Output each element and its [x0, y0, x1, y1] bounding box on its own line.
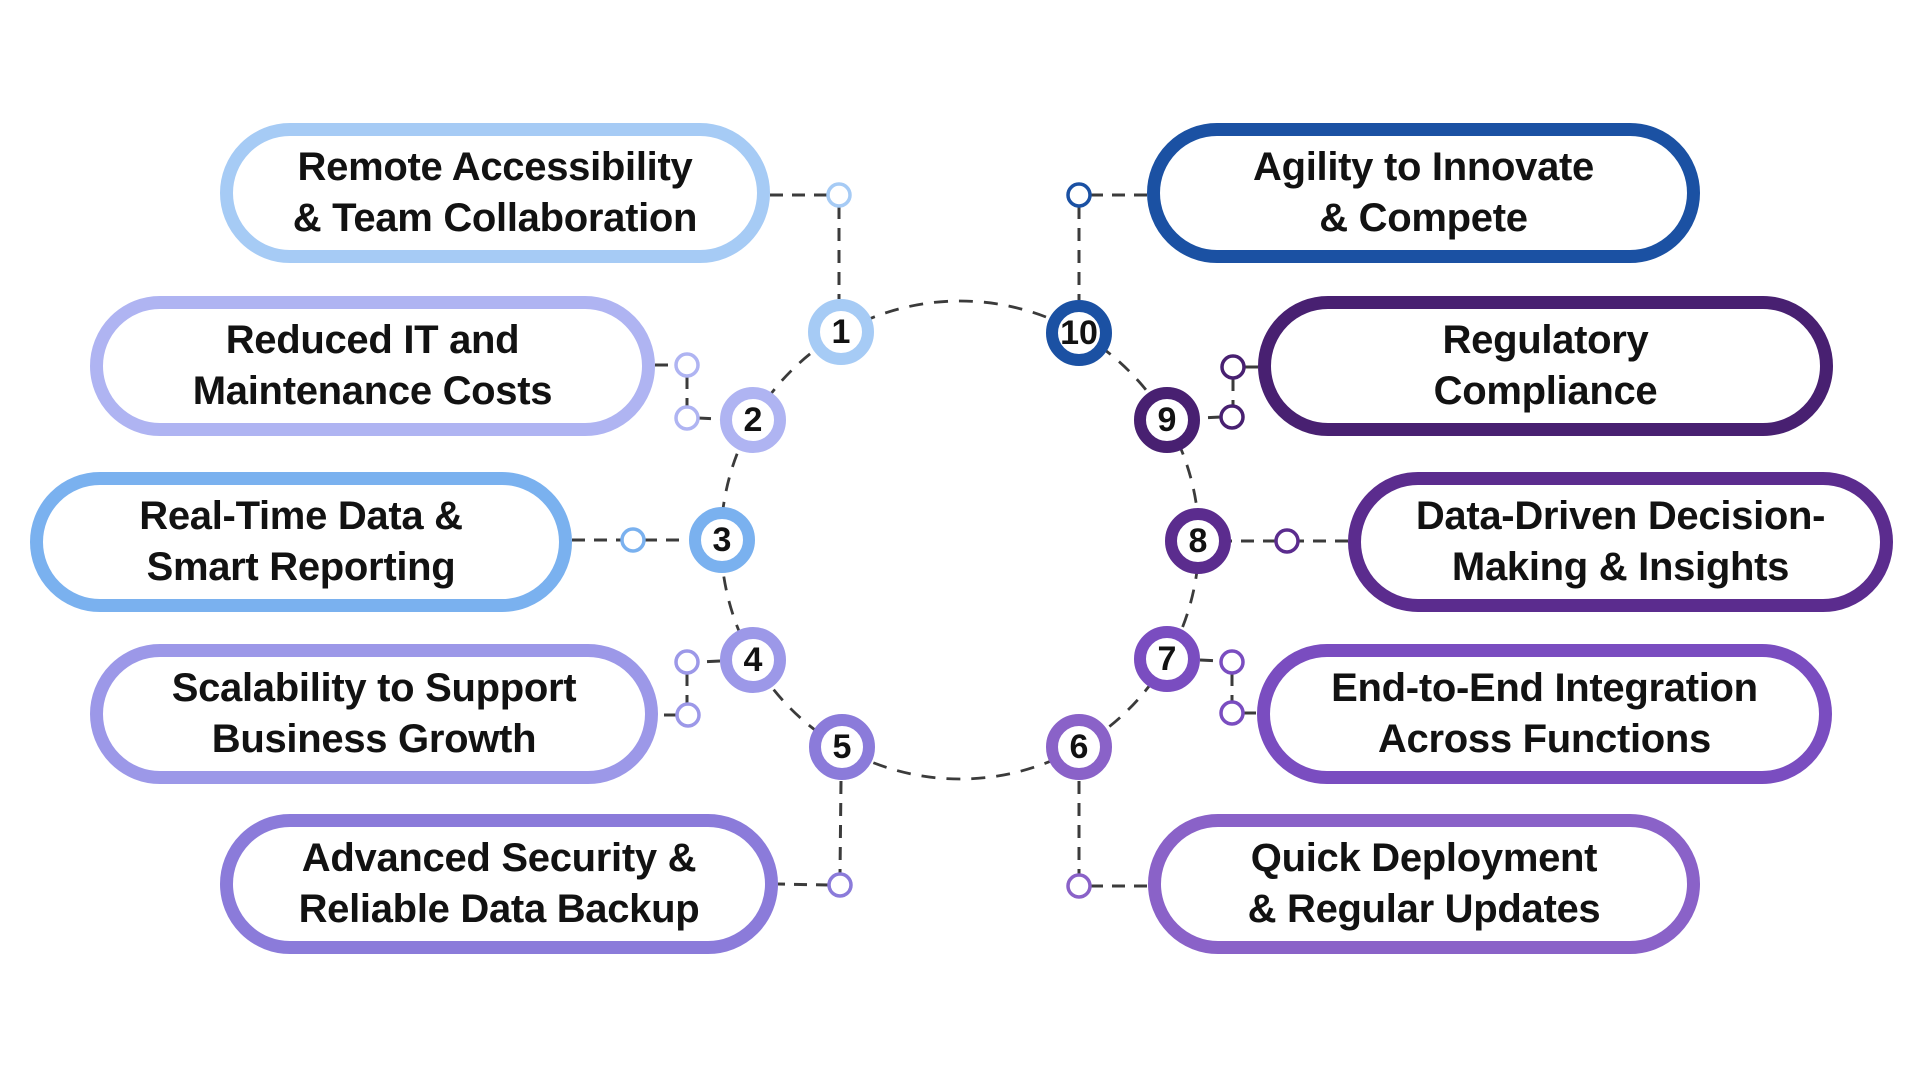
benefit-label-line: Across Functions	[1377, 717, 1712, 761]
node-number-6: 6	[1069, 728, 1089, 766]
benefit-label-line: & Regular Updates	[1247, 887, 1601, 931]
connector-dot-5	[827, 872, 853, 898]
connector-dot-2a	[674, 352, 700, 378]
connector-dot-2b	[674, 405, 700, 431]
connector-dot-7a	[1219, 649, 1245, 675]
connector-dot-9a	[1220, 354, 1246, 380]
connector-dot-10	[1066, 182, 1092, 208]
connector-item-6	[1077, 781, 1148, 888]
connector-item-1	[770, 193, 841, 299]
connector-item-7	[1199, 658, 1257, 715]
node-circle-3	[689, 507, 755, 573]
benefit-box-real-time-data: Real-Time Data & Smart Reporting	[30, 472, 572, 612]
benefit-label-line: Remote Accessibility	[297, 145, 693, 189]
connector-item-10	[1077, 193, 1147, 300]
node-circle-4	[720, 627, 786, 693]
benefit-label-line: Reduced IT and	[225, 318, 520, 362]
node-number-8: 8	[1188, 522, 1208, 560]
benefit-box-data-driven-decisions: Data-Driven Decision- Making & Insights	[1348, 472, 1893, 612]
connector-dot-8	[1274, 528, 1300, 554]
node-number-4: 4	[743, 641, 763, 679]
benefit-label-line: Making & Insights	[1451, 545, 1790, 589]
connector-dot-3	[620, 527, 646, 553]
node-circle-1	[808, 299, 874, 365]
benefit-label-line: & Compete	[1319, 196, 1528, 240]
benefit-label-line: Compliance	[1433, 369, 1658, 413]
benefit-box-end-to-end-integration: End-to-End Integration Across Functions	[1257, 644, 1832, 784]
node-number-1: 1	[831, 313, 851, 351]
connector-dot-4b	[675, 702, 701, 728]
node-number-5: 5	[832, 728, 852, 766]
benefit-label-line: Agility to Innovate	[1253, 145, 1594, 189]
benefit-box-reduced-it-costs: Reduced IT and Maintenance Costs	[90, 296, 655, 436]
node-circle-9	[1134, 387, 1200, 453]
benefit-box-advanced-security: Advanced Security & Reliable Data Backup	[220, 814, 778, 954]
node-circle-6	[1046, 714, 1112, 780]
benefit-label-line: Advanced Security &	[301, 836, 697, 880]
benefit-box-remote-accessibility: Remote Accessibility & Team Collaboratio…	[220, 123, 770, 263]
node-circle-5	[809, 714, 875, 780]
node-circle-10	[1046, 300, 1112, 366]
benefit-box-quick-deployment: Quick Deployment & Regular Updates	[1148, 814, 1700, 954]
benefit-label-line: Maintenance Costs	[192, 369, 553, 413]
benefit-label-line: & Team Collaboration	[292, 196, 698, 240]
node-number-3: 3	[712, 521, 732, 559]
node-number-9: 9	[1157, 401, 1177, 439]
node-circle-2	[720, 387, 786, 453]
benefit-label-line: End-to-End Integration	[1331, 666, 1758, 710]
connector-dot-4a	[674, 649, 700, 675]
connector-item-5	[777, 780, 843, 887]
benefit-box-regulatory-compliance: Regulatory Compliance	[1258, 296, 1833, 436]
benefit-box-scalability: Scalability to Support Business Growth	[90, 644, 658, 784]
benefit-label-line: Business Growth	[211, 717, 537, 761]
node-number-2: 2	[743, 401, 763, 439]
connector-dot-6	[1066, 873, 1092, 899]
benefit-box-agility-to-innovate: Agility to Innovate & Compete	[1147, 123, 1700, 263]
connector-dot-1	[826, 182, 852, 208]
benefit-label-line: Scalability to Support	[171, 666, 577, 710]
benefit-label-line: Smart Reporting	[146, 545, 456, 589]
connector-dot-7b	[1219, 700, 1245, 726]
connector-item-4	[658, 659, 721, 717]
benefit-label-line: Quick Deployment	[1250, 836, 1598, 880]
node-number-10: 10	[1060, 314, 1098, 352]
benefit-label-line: Reliable Data Backup	[298, 887, 700, 931]
benefit-label-line: Data-Driven Decision-	[1415, 494, 1826, 538]
connector-item-2	[655, 363, 721, 421]
connector-dot-9b	[1219, 404, 1245, 430]
node-circle-7	[1134, 626, 1200, 692]
benefit-label-line: Regulatory	[1442, 318, 1649, 362]
node-circle-8	[1165, 508, 1231, 574]
benefit-label-line: Real-Time Data &	[139, 494, 463, 538]
node-number-7: 7	[1157, 640, 1177, 678]
connector-item-9	[1199, 365, 1258, 420]
dashed-cycle-circle	[719, 299, 1201, 781]
